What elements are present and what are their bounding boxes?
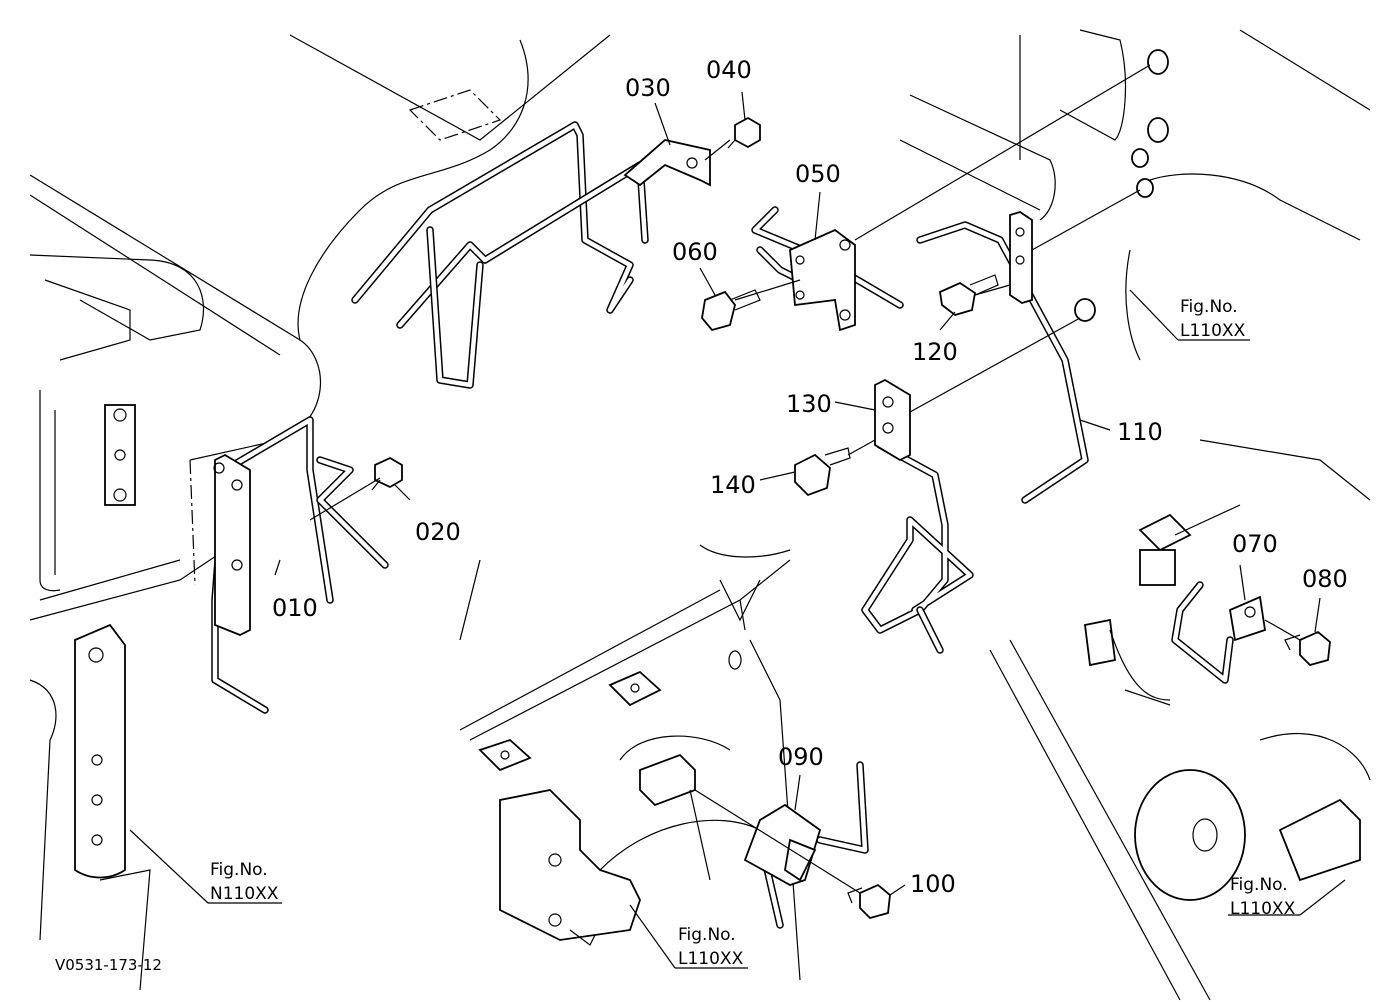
fig-ref-left-lower-line1: Fig.No. (210, 860, 268, 880)
fig-ref-right-lower-line1: Fig.No. (1230, 875, 1288, 895)
fig-ref-right-upper-line2: L110XX (1180, 321, 1246, 341)
fig-ref-right-lower-line2: L110XX (1230, 899, 1296, 919)
label-080: 080 (1302, 565, 1348, 593)
brackets (213, 139, 1267, 886)
leader-lines (129, 91, 1346, 969)
wire-guide-rods (211, 121, 1234, 929)
label-010: 010 (272, 594, 318, 622)
assembly-lines (309, 64, 1301, 894)
fig-ref-center-lower-line1: Fig.No. (678, 925, 736, 945)
part-labels: 010 020 030 040 050 060 070 080 090 100 … (272, 56, 1348, 898)
label-020: 020 (415, 518, 461, 546)
label-130: 130 (786, 390, 832, 418)
label-100: 100 (910, 870, 956, 898)
label-060: 060 (672, 238, 718, 266)
label-140: 140 (710, 471, 756, 499)
fig-ref-left-lower-line2: N110XX (210, 884, 279, 904)
label-120: 120 (912, 338, 958, 366)
label-090: 090 (778, 743, 824, 771)
label-030: 030 (625, 74, 671, 102)
label-110: 110 (1117, 418, 1163, 446)
label-040: 040 (706, 56, 752, 84)
label-050: 050 (795, 160, 841, 188)
fasteners (371, 49, 1331, 920)
fig-ref-right-upper-line1: Fig.No. (1180, 297, 1238, 317)
drawing-code: V0531-173-12 (55, 956, 162, 974)
fig-ref-center-lower-line2: L110XX (678, 949, 744, 969)
figure-references: Fig.No. L110XX Fig.No. N110XX Fig.No. L1… (210, 297, 1296, 969)
frame-outlines (29, 29, 1371, 1001)
label-070: 070 (1232, 530, 1278, 558)
